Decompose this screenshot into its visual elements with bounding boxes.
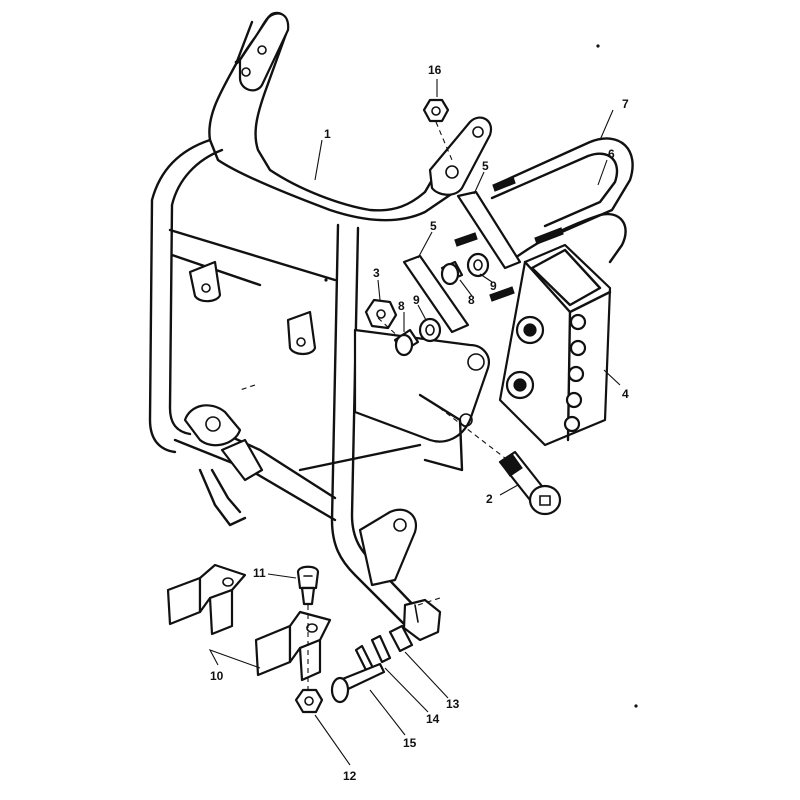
callout-7: 7	[622, 97, 629, 111]
callout-12: 12	[343, 769, 357, 783]
callout-6: 6	[608, 147, 615, 161]
callout-3: 3	[373, 266, 380, 280]
nut-3	[364, 298, 398, 330]
callout-5a: 5	[482, 159, 489, 173]
washers-9	[418, 252, 490, 343]
callout-10: 10	[210, 669, 224, 683]
callout-2: 2	[486, 492, 493, 506]
callout-labels: 1 2 3 4 5 5 6 7 8 8 9 9 10 11 12 13 14 1…	[210, 63, 629, 783]
callout-1: 1	[324, 127, 331, 141]
clamps-10	[166, 563, 332, 682]
u-bolt-6-7	[454, 137, 634, 302]
callout-5b: 5	[430, 219, 437, 233]
nut-16	[422, 98, 450, 123]
center-lines	[239, 121, 506, 690]
callout-13: 13	[446, 697, 460, 711]
hardware-13-14-15	[330, 624, 414, 704]
callout-8b: 8	[468, 293, 475, 307]
studs-5	[402, 190, 522, 334]
callout-15: 15	[403, 736, 417, 750]
callout-4: 4	[622, 387, 629, 401]
callout-8a: 8	[398, 299, 405, 313]
main-frame	[148, 11, 493, 642]
spacers-8	[393, 260, 464, 357]
callout-11: 11	[253, 566, 266, 580]
callout-9a: 9	[413, 293, 420, 307]
callout-9b: 9	[490, 279, 497, 293]
cap-screw-2	[498, 450, 562, 516]
callout-14: 14	[426, 712, 440, 726]
leader-lines	[208, 79, 621, 766]
bolt-11	[296, 565, 320, 606]
scan-specks	[324, 44, 638, 708]
engine-mount-block-4	[498, 243, 612, 447]
callout-16: 16	[428, 63, 442, 77]
nut-12	[294, 688, 324, 714]
